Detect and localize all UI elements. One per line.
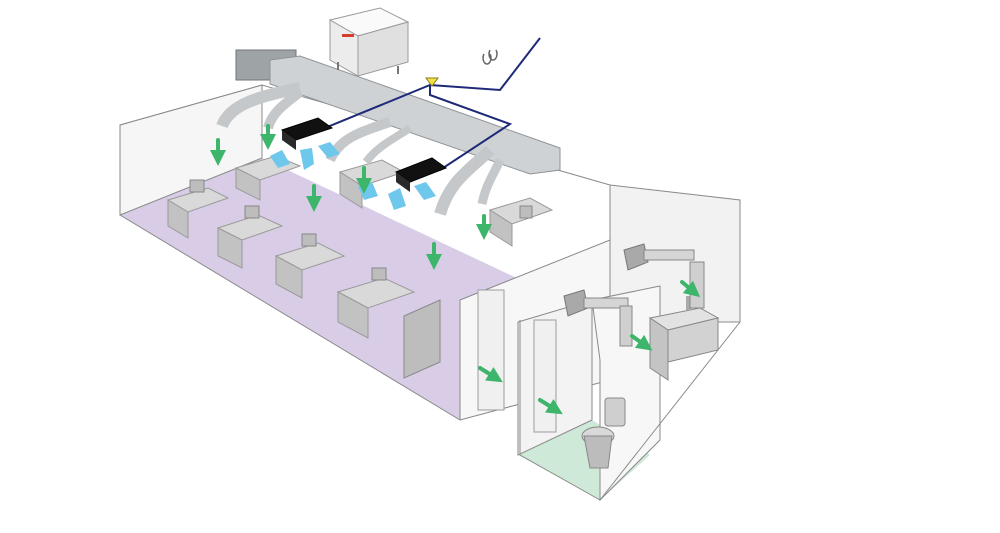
branch-duct bbox=[440, 150, 490, 214]
supply-arrow-icon bbox=[300, 148, 314, 170]
door bbox=[534, 320, 556, 432]
pipe-joint-icon bbox=[483, 50, 497, 64]
supply-arrow-icon bbox=[388, 188, 406, 210]
desk-icon bbox=[490, 198, 552, 246]
branch-duct bbox=[482, 160, 500, 204]
door bbox=[478, 290, 504, 410]
outdoor-unit-icon bbox=[330, 8, 408, 76]
main-duct bbox=[270, 56, 560, 174]
supply-arrow-icon bbox=[414, 182, 436, 200]
